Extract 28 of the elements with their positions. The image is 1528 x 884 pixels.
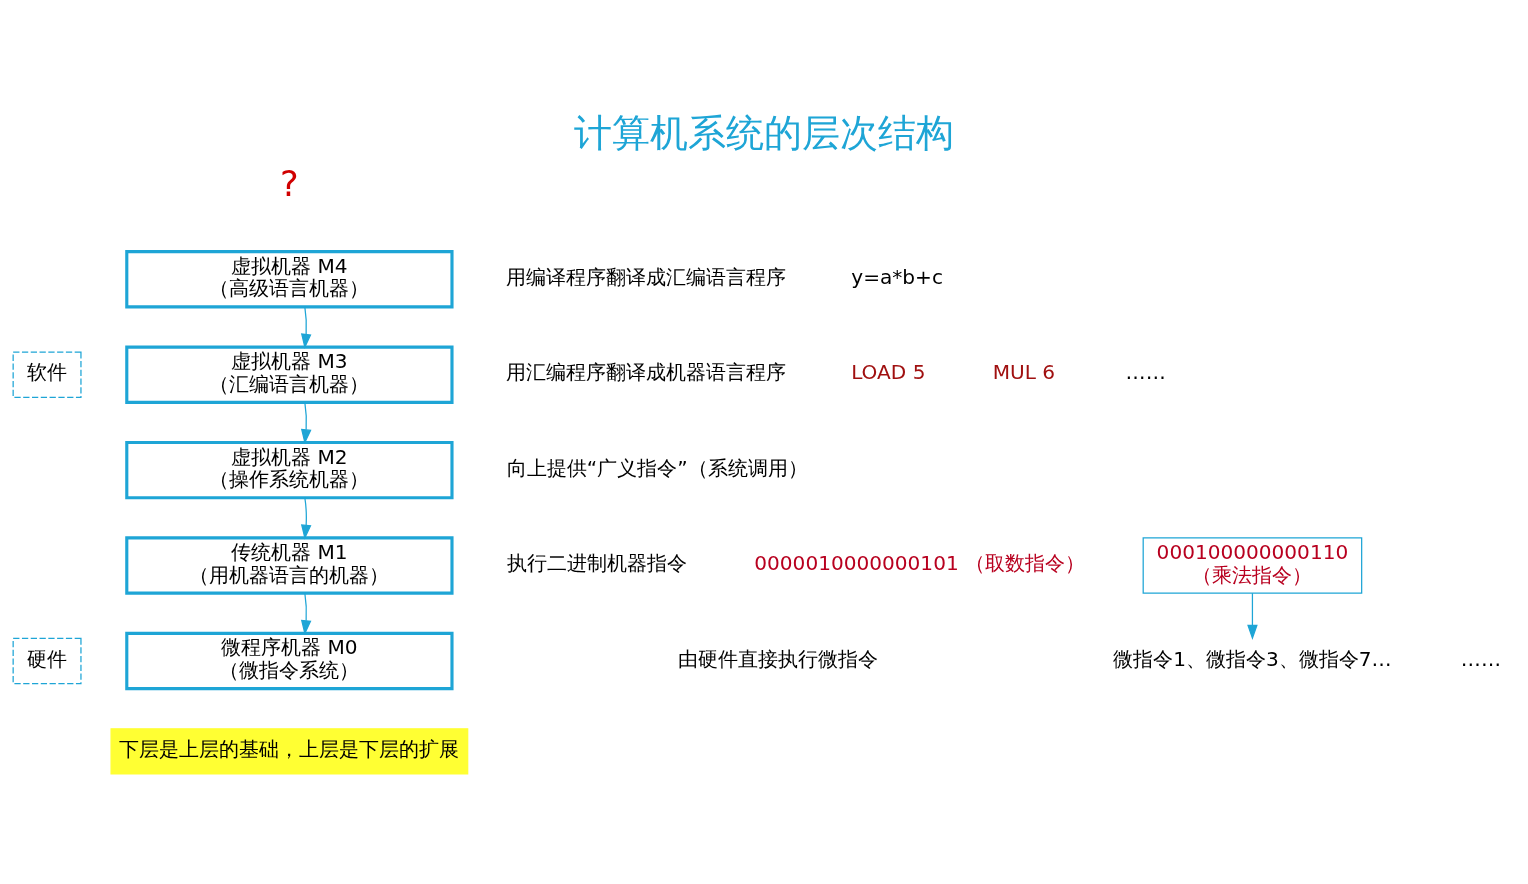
label: …… (1460, 646, 1502, 671)
arrow (300, 401, 312, 444)
label: ? (280, 162, 299, 204)
label: 向上提供“广义指令”（系统调用） (506, 455, 808, 480)
node-box: 传统机器 M1 （用机器语言的机器） (125, 535, 454, 595)
diagram-title: 计算机系统的层次结构 (574, 110, 954, 155)
label: 下层是上层的基础，上层是下层的扩展 (119, 736, 460, 761)
label: LOAD 5 (851, 359, 926, 384)
node-box: 000100000000110 （乘法指令） (1142, 536, 1363, 594)
node-box: 虚拟机器 M3 （汇编语言机器） (125, 345, 454, 404)
label: 用编译程序翻译成汇编语言程序 (505, 264, 786, 289)
arrow (300, 496, 312, 540)
label: 0000010000000101 （取数指令） (754, 550, 1086, 575)
node-text: 微指令1、微指令3、微指令7… (1113, 646, 1392, 671)
label: 由硬件直接执行微指令 (677, 646, 878, 671)
label: y=a*b+c (851, 264, 943, 289)
label: 执行二进制机器指令 (507, 550, 688, 575)
arrow (1247, 592, 1258, 640)
label: 用汇编程序翻译成机器语言程序 (505, 359, 786, 384)
node-box: 虚拟机器 M2 （操作系统机器） (125, 440, 454, 499)
node-box: 硬件 (12, 637, 82, 684)
label: …… (1125, 359, 1166, 384)
node-box: 软件 (12, 350, 82, 398)
node-box: 虚拟机器 M4 （高级语言机器） (125, 249, 454, 308)
arrow (300, 305, 312, 349)
label: MUL 6 (992, 359, 1056, 384)
arrow (300, 592, 312, 635)
node-box: 微程序机器 M0 （微指令系统） (125, 631, 454, 690)
